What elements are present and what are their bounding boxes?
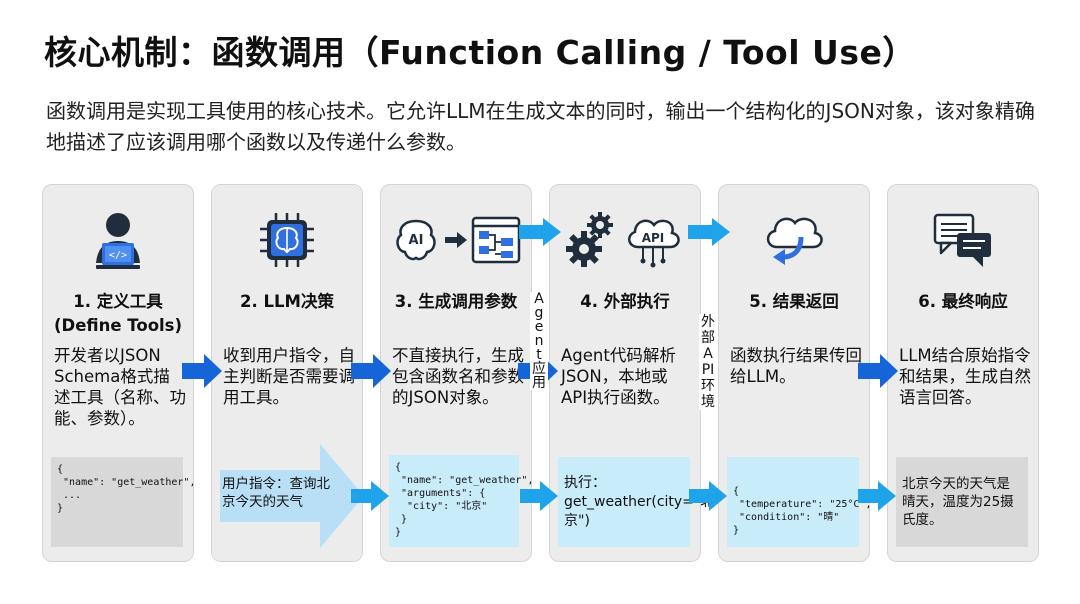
cloud-return-icon	[719, 197, 869, 283]
step-2-card: 2. LLM决策 收到用户指令，自主判断是否需要调用工具。 用户指令：查询北京今…	[211, 184, 363, 562]
step-example: 北京今天的天气是晴天，温度为25摄氏度。	[896, 457, 1028, 547]
user-prompt-big-arrow	[220, 444, 364, 548]
step-title: 1. 定义工具 (Define Tools)	[53, 292, 183, 335]
example-arrow-2-3	[351, 481, 389, 511]
svg-text:</>: </>	[109, 250, 127, 261]
step-example: 用户指令：查询北京今天的天气	[222, 476, 330, 510]
developer-laptop-icon: </>	[43, 197, 193, 283]
connector-arrow-1-2	[182, 354, 222, 388]
example-arrow-3-4	[520, 481, 558, 511]
intro-paragraph: 函数调用是实现工具使用的核心技术。它允许LLM在生成文本的同时，输出一个结构化的…	[46, 99, 1035, 154]
step-example: 执行：get_weather(city="北京")	[558, 457, 714, 547]
step-1-card: </> 1. 定义工具 (Define Tools) 开发者以JSON Sche…	[42, 184, 195, 562]
step-title: 2. LLM决策	[240, 292, 334, 311]
step-title: 6. 最终响应	[918, 292, 1008, 311]
step-5-card: 5. 结果返回 函数执行结果传回给LLM。 { "temperature": "…	[718, 184, 871, 562]
step-title: 4. 外部执行	[580, 292, 670, 311]
gears-icon	[566, 212, 613, 267]
connector-arrow-4-5-top	[688, 218, 730, 246]
connector-arrow-2-3	[351, 354, 391, 388]
step-example: { "name": "get_weather", ... }	[51, 457, 195, 547]
svg-text:AI: AI	[409, 233, 424, 248]
step-description: Agent代码解析JSON，本地或API执行函数。	[561, 346, 676, 407]
step-description: LLM结合原始指令和结果，生成自然语言回答。	[899, 346, 1031, 407]
page-title: 核心机制：函数调用（Function Calling / Tool Use）	[44, 33, 916, 72]
step-description: 开发者以JSON Schema格式描述工具（名称、功能、参数）。	[54, 346, 186, 428]
example-arrow-4-5	[689, 481, 727, 511]
connector-arrow-3-4-top	[519, 218, 561, 246]
step-title: 3. 生成调用参数	[394, 292, 518, 311]
ai-brain-icon: AI	[396, 219, 436, 261]
to-arrow-icon	[445, 232, 467, 248]
agent-app-label: Agent应用	[530, 291, 548, 391]
step-example: { "name": "get_weather", "arguments": { …	[389, 455, 533, 547]
example-arrow-5-6	[858, 481, 896, 511]
step-3-card: AI 3. 生成调用参数 不直接执行，生成包含函数名和参数的JSON对象。 { …	[380, 184, 533, 562]
step-description: 函数执行结果传回给LLM。	[730, 346, 862, 386]
connector-arrow-5-6	[858, 354, 898, 388]
ai-brain-chip-icon	[212, 197, 362, 283]
step-6-card: 6. 最终响应 LLM结合原始指令和结果，生成自然语言回答。 北京今天的天气是晴…	[887, 184, 1039, 562]
step-4-card: API 4. 外部执行 Agent代码解析JSON，本地或API执行函数。 执行…	[549, 184, 714, 562]
api-cloud-icon: API	[628, 219, 680, 268]
svg-text:API: API	[642, 231, 665, 245]
step-title: 5. 结果返回	[749, 292, 839, 311]
external-api-label: 外部API环境	[699, 314, 717, 410]
flowchart-icon	[471, 216, 521, 264]
step-description: 收到用户指令，自主判断是否需要调用工具。	[223, 346, 355, 407]
step-description: 不直接执行，生成包含函数名和参数的JSON对象。	[392, 346, 524, 407]
step-example: { "temperature": "25°C", "condition": "晴…	[727, 457, 871, 547]
chat-bubbles-icon	[888, 197, 1038, 283]
